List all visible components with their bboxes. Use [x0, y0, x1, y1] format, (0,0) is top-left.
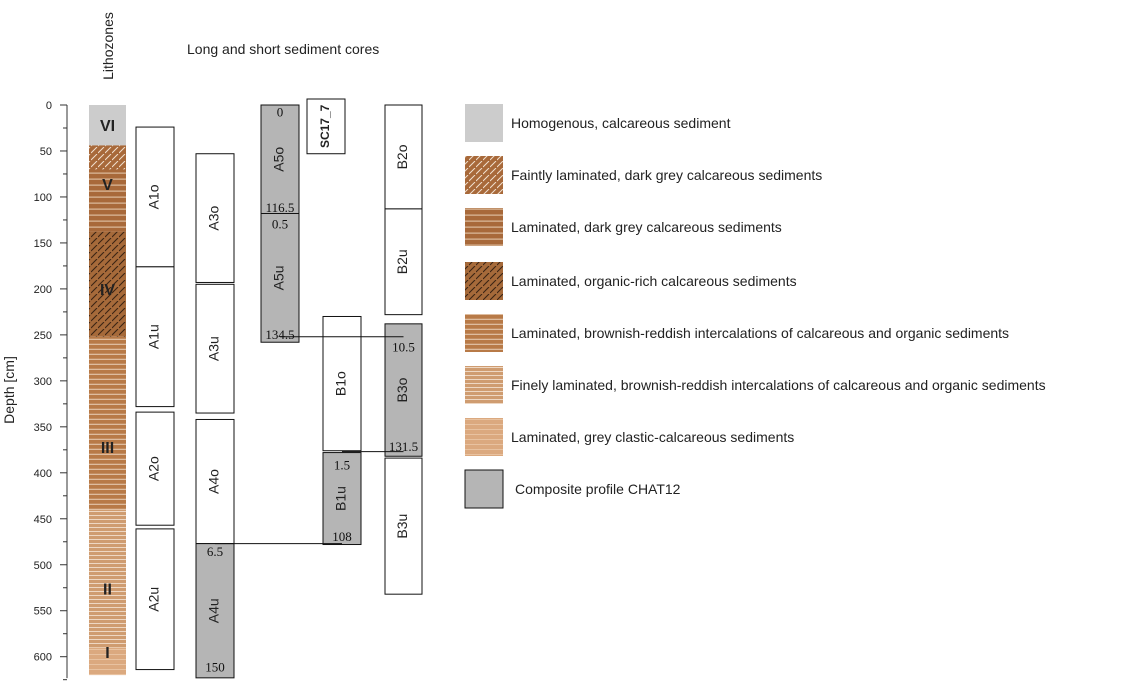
legend-label: Homogenous, calcareous sediment: [511, 115, 731, 131]
core-depth-label: 131.5: [389, 439, 418, 454]
core-a5u: [260, 213, 300, 343]
legend-swatch-laminated: [465, 208, 503, 246]
zone-label: I: [105, 645, 109, 662]
core-a1o: [135, 126, 175, 268]
legend-label: Composite profile CHAT12: [515, 481, 681, 497]
core-name: A5o: [271, 147, 287, 172]
axis-tick-label: 50: [40, 146, 52, 158]
core-depth-label: 134.5: [265, 327, 294, 342]
core-b2u: [384, 208, 423, 316]
axis-tick-label: 550: [34, 606, 52, 618]
core-name: B2o: [394, 144, 410, 169]
core-a5o: [260, 104, 300, 215]
core-name: A1o: [146, 184, 162, 209]
core-name: A2u: [146, 587, 162, 612]
axis-label: Depth [cm]: [1, 356, 17, 424]
core-depth-label: 1.5: [334, 457, 350, 472]
core-a3o: [195, 153, 235, 283]
core-depth-label: 10.5: [392, 340, 415, 355]
axis-tick-label: 600: [34, 652, 52, 664]
core-a2u: [135, 528, 175, 671]
zone-label: VI: [100, 118, 115, 135]
legend-swatch-fine: [465, 366, 503, 404]
diagram-title: Long and short sediment cores: [187, 41, 379, 57]
legend-swatch-faint: [465, 156, 503, 194]
lithozone-VI: [89, 105, 126, 146]
axis-tick-label: 150: [34, 238, 52, 250]
depth-axis: 0 50 100 150 200 250 300 350 400 450 500 550 600: [34, 100, 68, 681]
core-name: A5u: [271, 265, 287, 290]
core-name: A3o: [206, 205, 222, 230]
core-name: A2o: [146, 456, 162, 481]
axis-tick-label: 300: [34, 376, 52, 388]
core-depth-label: 108: [332, 529, 352, 544]
core-name: A4u: [206, 598, 222, 623]
core-b3o: [384, 323, 423, 457]
axis-tick-label: 0: [46, 100, 52, 112]
axis-tick-label: 200: [34, 284, 52, 296]
axis-tick-label: 500: [34, 560, 52, 572]
core-b1o: [322, 315, 362, 452]
zone-label: III: [101, 440, 114, 457]
core-name: B1o: [333, 371, 349, 396]
zone-label: IV: [100, 282, 115, 299]
core-name: B2u: [394, 249, 410, 274]
faint-band: [89, 145, 126, 170]
axis-tick-label: 450: [34, 514, 52, 526]
legend-label: Laminated, grey clastic-calcareous sedim…: [511, 429, 794, 445]
axis-tick-label: 400: [34, 468, 52, 480]
core-name: B1u: [333, 486, 349, 511]
legend-swatch-composite: [464, 469, 504, 509]
core-depth-label: 150: [205, 660, 225, 675]
zone-label: V: [102, 177, 113, 194]
core-b1u: [322, 452, 362, 546]
core-name: B3u: [394, 514, 410, 539]
legend-label: Laminated, dark grey calcareous sediment…: [511, 219, 782, 235]
lithozone-II: [89, 509, 126, 648]
lithology-column: [89, 105, 126, 676]
legend-swatch-homogenous: [465, 104, 503, 142]
legend-label: Faintly laminated, dark grey calcareous …: [511, 167, 822, 183]
core-name: B3o: [394, 377, 410, 402]
core-name: A3u: [206, 336, 222, 361]
legend-swatch-grey-clastic: [465, 418, 503, 456]
axis-tick-label: 100: [34, 192, 52, 204]
zone-label: II: [103, 582, 112, 599]
core-a4u: [195, 543, 235, 679]
core-a4o: [195, 418, 235, 545]
core-depth-label: 0.5: [272, 217, 288, 232]
core-depth-label: 6.5: [207, 544, 223, 559]
legend-swatch-organic: [465, 262, 503, 300]
lithozone-I: [89, 647, 126, 676]
core-b3u: [384, 457, 423, 595]
core-a1u: [135, 266, 175, 408]
axis-tick-label: 350: [34, 422, 52, 434]
core-depth-labels: 0 116.5 0.5 134.5 10.5 131.5 1.5 108 6.5 150: [205, 104, 418, 674]
axis-tick-label: 250: [34, 330, 52, 342]
legend-label: Laminated, organic-rich calcareous sedim…: [511, 273, 797, 289]
core-name: A1u: [146, 324, 162, 349]
core-a3u: [195, 283, 235, 414]
core-name: A4o: [206, 469, 222, 494]
core-a2o: [135, 411, 175, 526]
core-depth-label: 0: [277, 104, 284, 119]
short-core-box: [306, 98, 346, 155]
legend-label: Finely laminated, brownish-reddish inter…: [511, 377, 1046, 393]
lithozones-label: Lithozones: [100, 12, 116, 80]
tie-lines: [215, 336, 404, 545]
lithozone-III: [89, 336, 126, 510]
lithozone-IV: [89, 231, 126, 337]
legend-label: Laminated, brownish-reddish intercalatio…: [511, 325, 1009, 341]
core-depth-label: 116.5: [266, 200, 295, 215]
short-core-name: SC17_7: [318, 104, 332, 148]
legend-swatch-brownish: [465, 314, 503, 352]
